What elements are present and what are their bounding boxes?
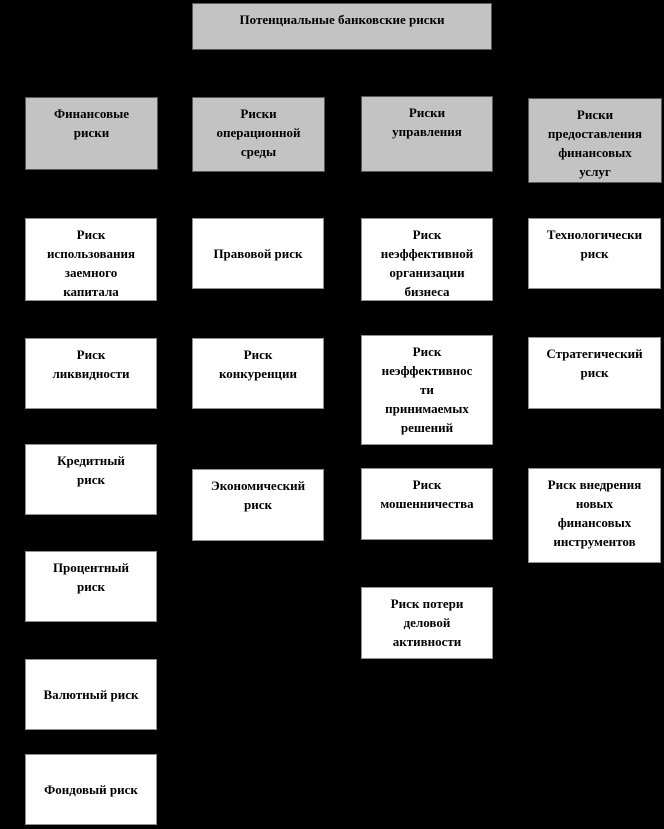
box-stock-risk: Фондовый риск: [25, 754, 157, 825]
header-operating-environment-risks: Риски операционной среды: [192, 97, 325, 172]
box-inefficient-organization-risk: Риск неэффективной организации бизнеса: [361, 218, 493, 301]
box-new-instruments-risk: Риск внедрения новых финансовых инструме…: [528, 468, 661, 563]
box-legal-risk: Правовой риск: [192, 218, 324, 289]
box-liquidity-risk: Риск ликвидности: [25, 338, 157, 409]
box-competition-risk: Риск конкуренции: [192, 338, 324, 409]
header-management-risks: Риски управления: [361, 96, 493, 172]
box-currency-risk: Валютный риск: [25, 659, 157, 730]
box-economic-risk: Экономический риск: [192, 469, 324, 541]
box-fraud-risk: Риск мошенничества: [361, 468, 493, 540]
box-technological-risk: Технологически риск: [528, 218, 661, 289]
title-box: Потенциальные банковские риски: [192, 3, 492, 50]
box-borrowed-capital-risk: Риск использования заемного капитала: [25, 218, 157, 301]
box-strategic-risk: Стратегический риск: [528, 337, 661, 409]
header-financial-risks: Финансовые риски: [25, 97, 158, 170]
box-business-activity-loss-risk: Риск потери деловой активности: [361, 587, 493, 659]
box-interest-rate-risk: Процентный риск: [25, 551, 157, 622]
header-financial-services-risks: Риски предоставления финансовых услуг: [528, 98, 662, 183]
box-credit-risk: Кредитный риск: [25, 444, 157, 515]
box-inefficient-decisions-risk: Риск неэффективнос ти принимаемых решени…: [361, 335, 493, 445]
